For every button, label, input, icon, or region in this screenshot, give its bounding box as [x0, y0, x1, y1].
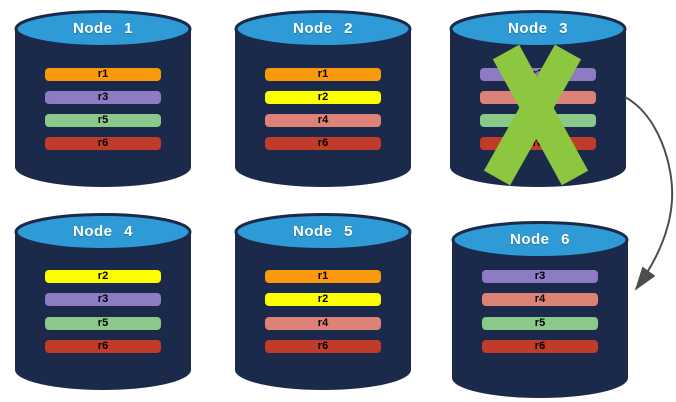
replica-bar: r4 — [482, 293, 598, 306]
replica-bar: r6 — [45, 340, 161, 353]
cylinder-top — [234, 213, 412, 251]
node-label: Node 4 — [72, 223, 133, 240]
replica-bar: r4 — [265, 114, 381, 127]
replica-bar: r2 — [265, 293, 381, 306]
replica-bar: r2 — [45, 270, 161, 283]
cylinder-body — [235, 29, 411, 187]
cylinder-body — [15, 232, 191, 390]
replica-bar: r6 — [265, 340, 381, 353]
replica-bar: r6 — [45, 137, 161, 150]
replica-bar: r3 — [45, 91, 161, 104]
cylinder-body — [15, 29, 191, 187]
cylinder-top — [449, 10, 627, 48]
node-label: Node 5 — [292, 223, 353, 240]
node-label: Node 2 — [292, 20, 353, 37]
node-label: Node 6 — [509, 231, 570, 248]
cylinder-top — [451, 221, 629, 259]
replica-bar: r5 — [45, 114, 161, 127]
cylinder-top — [14, 213, 192, 251]
node-4: Node 4 r2 r3 r5 r6 — [13, 213, 193, 393]
node-5: Node 5 r1 r2 r4 r6 — [233, 213, 413, 393]
node-6: Node 6 r3 r4 r5 r6 — [450, 221, 630, 401]
replica-bar: r3 — [482, 270, 598, 283]
replica-bar: r4 — [265, 317, 381, 330]
node-label: Node 3 — [507, 20, 568, 37]
failure-x-icon — [483, 44, 589, 186]
cylinder-top — [14, 10, 192, 48]
replica-bar: r1 — [265, 68, 381, 81]
cylinder-top — [234, 10, 412, 48]
node-2: Node 2 r1 r2 r4 r6 — [233, 10, 413, 190]
replica-bar: r3 — [45, 293, 161, 306]
node-label: Node 1 — [72, 20, 133, 37]
node-1: Node 1 r1 r3 r5 r6 — [13, 10, 193, 190]
replica-bar: r1 — [265, 270, 381, 283]
replica-bar: r5 — [45, 317, 161, 330]
replication-arrow — [624, 96, 674, 291]
replica-bar: r6 — [482, 340, 598, 353]
cylinder-body — [235, 232, 411, 390]
replica-bar: r2 — [265, 91, 381, 104]
replica-bar: r6 — [265, 137, 381, 150]
replica-bar: r1 — [45, 68, 161, 81]
replica-bar: r5 — [482, 317, 598, 330]
arrow-curve — [624, 96, 674, 291]
